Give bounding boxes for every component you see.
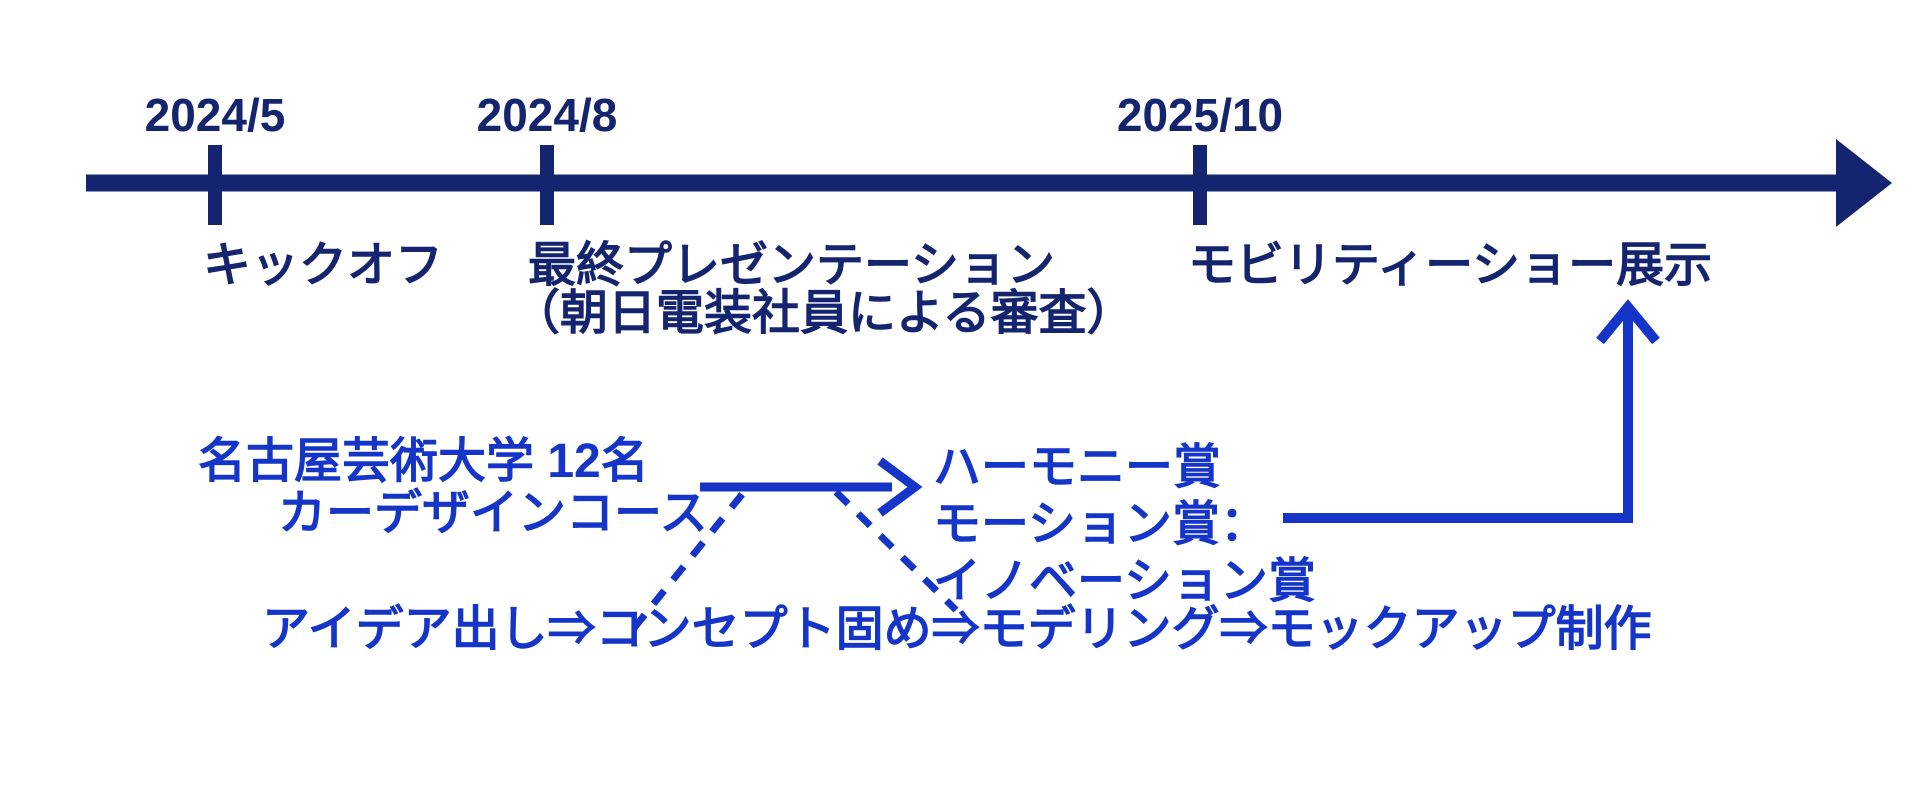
award-harmony: ハーモニー賞	[933, 441, 1222, 494]
milestone-label-final-presentation: 最終プレゼンテーション	[528, 239, 1056, 292]
process-flow-text: アイデア出し⇒コンセプト固め⇒モデリング⇒モックアップ制作	[262, 603, 1652, 656]
milestone-label-mobility-show: モビリティーショー展示	[1188, 239, 1713, 292]
team-name-line2: カーデザインコース	[278, 487, 708, 540]
team-name-line1: 名古屋芸術大学 12名	[198, 435, 649, 488]
award-motion: モーション賞：	[933, 498, 1269, 551]
timeline-arrowhead-icon	[1836, 139, 1892, 227]
awards-to-show-connector	[1283, 310, 1633, 523]
process-dashed-line-down	[833, 489, 959, 613]
awards-to-show-arrowhead-icon	[1596, 299, 1660, 345]
award-innovation: イノベーション賞	[933, 555, 1317, 608]
milestone-date-2: 2024/8	[476, 89, 618, 141]
milestone-date-1: 2024/5	[144, 89, 286, 141]
team-to-awards-arrowhead-icon	[877, 457, 923, 517]
milestone-sublabel-review: （朝日電装社員による審査）	[512, 287, 1135, 340]
milestone-date-3: 2025/10	[1116, 89, 1284, 141]
milestone-label-kickoff: キックオフ	[203, 239, 444, 292]
